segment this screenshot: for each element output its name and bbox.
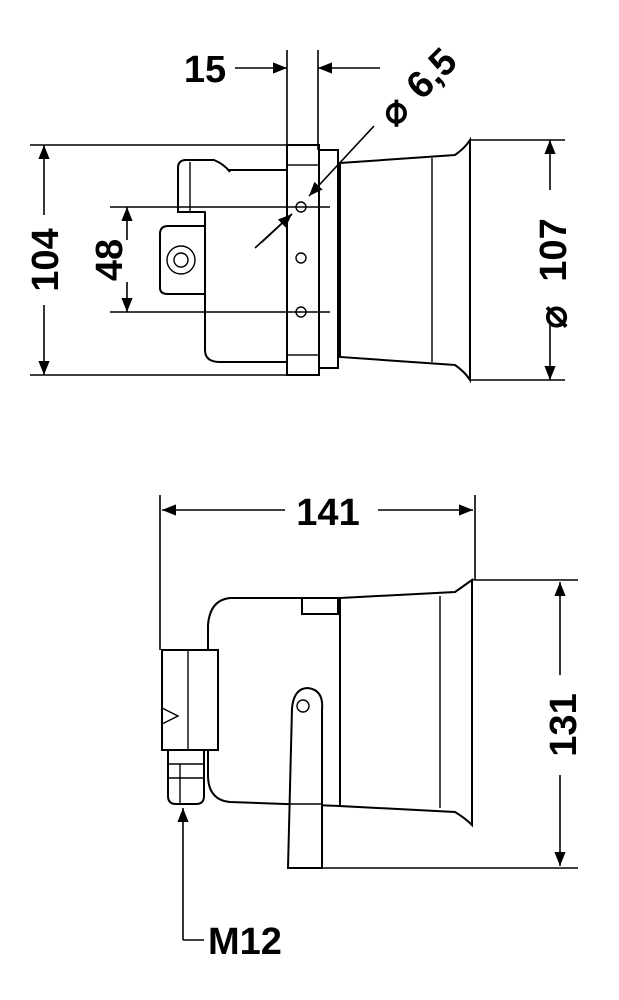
housing-top xyxy=(204,169,288,363)
dimension-104: 104 xyxy=(25,228,67,291)
connector-box-top xyxy=(177,159,231,213)
top-clip xyxy=(301,597,339,615)
side-view: 141 131 M12 xyxy=(159,492,585,963)
top-view: 15 104 48 ⌀ 6,5 ⌀ 107 xyxy=(25,40,575,384)
cable-gland-top xyxy=(159,225,206,295)
connector-box-side xyxy=(161,649,219,751)
mounting-bracket-side xyxy=(286,686,324,869)
diameter-symbol: ⌀ xyxy=(533,305,575,328)
dimension-15: 15 xyxy=(184,49,226,91)
dimension-hole-6-5: 6,5 xyxy=(399,40,466,107)
dimension-48: 48 xyxy=(89,239,131,281)
dimension-141: 141 xyxy=(296,492,359,534)
thread-label-m12: M12 xyxy=(208,921,282,963)
cable-gland-side xyxy=(167,749,205,805)
mounting-bracket-top xyxy=(286,144,320,376)
horn-body-side xyxy=(339,578,473,828)
dimension-131: 131 xyxy=(543,693,585,756)
mounting-hole xyxy=(295,252,307,264)
dimension-107: 107 xyxy=(533,218,575,281)
horn-body-top xyxy=(339,136,471,384)
hole-diameter-symbol: ⌀ xyxy=(372,88,418,134)
